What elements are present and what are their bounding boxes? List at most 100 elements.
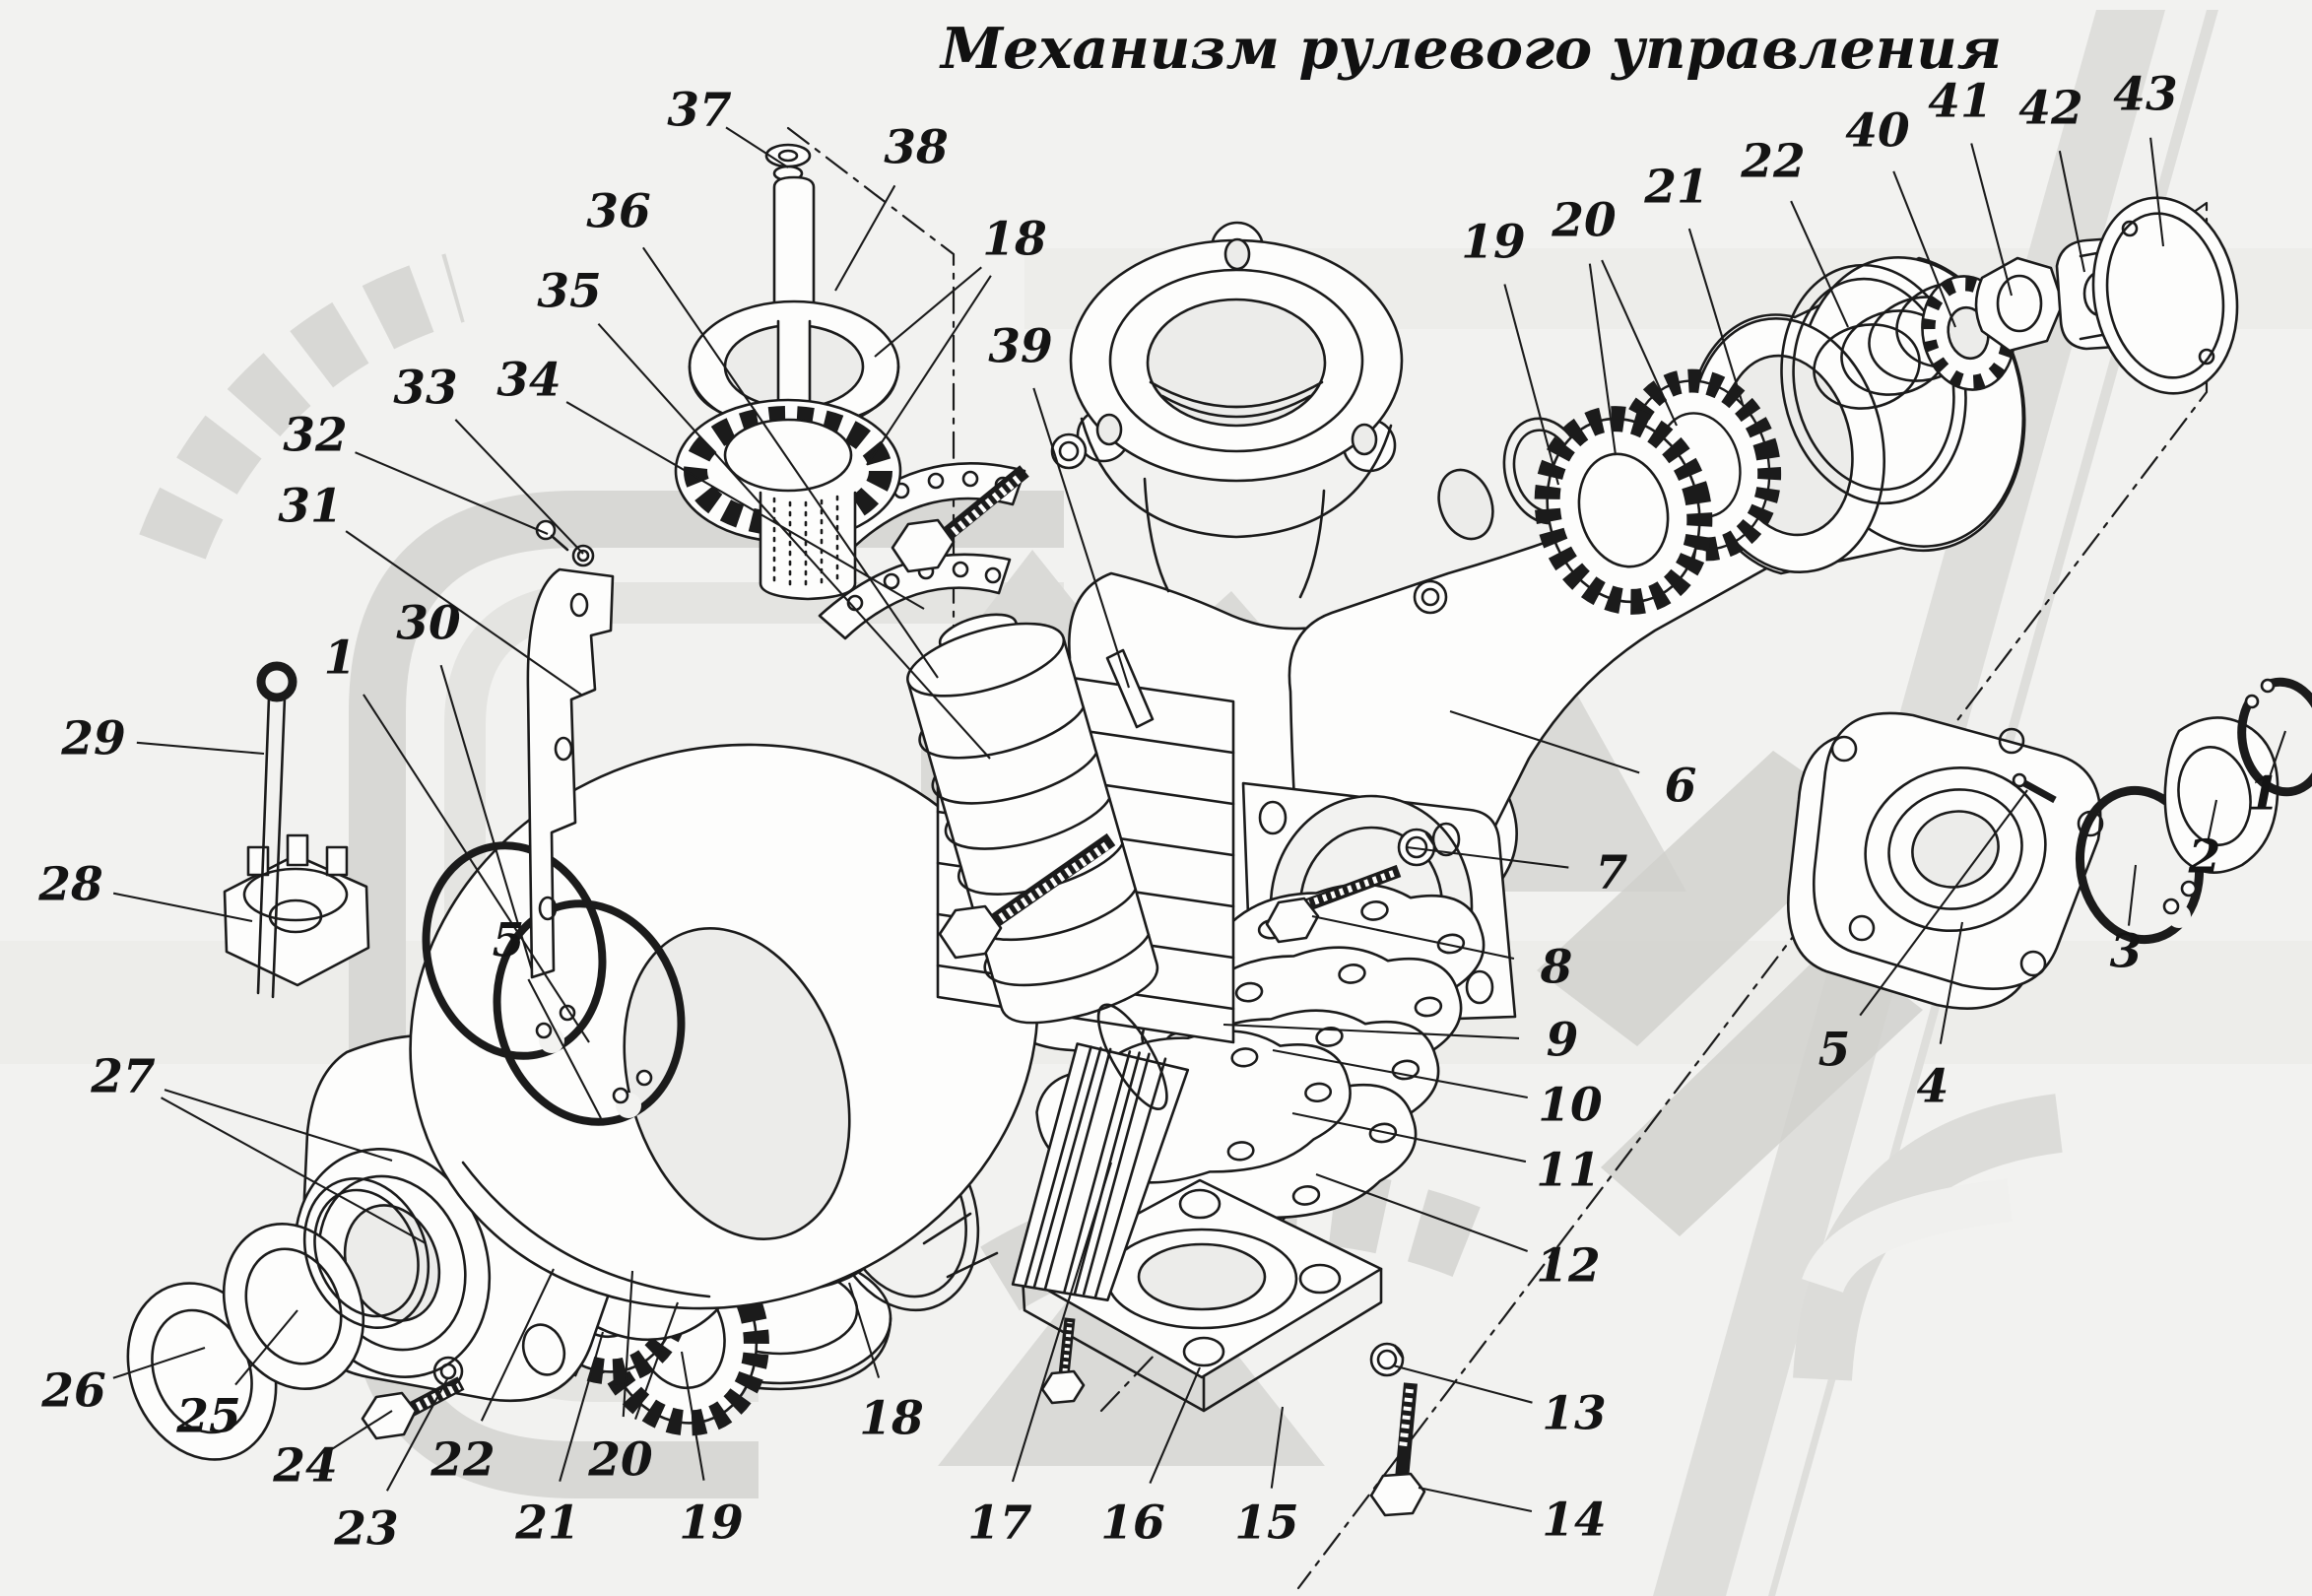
part-callout-37: 37 — [667, 83, 732, 138]
part-callout-35: 35 — [537, 264, 602, 319]
part-callout-9: 9 — [1546, 1013, 1579, 1068]
leader-line-16 — [1149, 1366, 1201, 1484]
leader-line-10 — [1272, 1048, 1528, 1099]
housing-bolts — [891, 432, 1436, 960]
leader-line-11 — [1291, 1111, 1527, 1164]
sector-shaft-bevel-gear — [922, 1003, 1190, 1302]
leader-line-19 — [680, 1351, 705, 1481]
leader-line-35 — [597, 322, 991, 760]
leader-line-15 — [1270, 1406, 1285, 1489]
leader-line-4 — [1939, 921, 1964, 1044]
bottom-bolts — [1040, 1317, 1426, 1517]
part-callout-31: 31 — [278, 479, 343, 534]
right-cover-assembly — [1787, 677, 2312, 1010]
leader-line-1 — [363, 694, 590, 1043]
leader-line-33 — [454, 419, 584, 555]
part-callout-5: 5 — [492, 913, 525, 968]
input-shaft-assembly — [674, 143, 902, 601]
leader-line-38 — [834, 184, 896, 292]
leader-line-3 — [2127, 864, 2138, 926]
leader-line-19 — [1503, 284, 1560, 486]
upper-bearing-chain — [1502, 196, 2239, 619]
part-callout-17: 17 — [967, 1496, 1032, 1551]
leader-line-18 — [847, 1282, 881, 1378]
leader-line-27 — [164, 1089, 393, 1163]
leader-line-32 — [355, 451, 549, 535]
part-callout-25: 25 — [176, 1389, 241, 1444]
leader-line-21 — [559, 1331, 605, 1483]
cover-bolt-and-washer — [361, 1356, 465, 1440]
leader-line-6 — [1449, 710, 1640, 774]
part-callout-24: 24 — [273, 1438, 338, 1494]
leader-line-8 — [1311, 914, 1515, 960]
part-callout-14: 14 — [1542, 1493, 1607, 1548]
part-callout-2: 2 — [2188, 830, 2221, 885]
leader-line-20 — [1588, 263, 1618, 456]
part-callout-8: 8 — [1540, 940, 1573, 995]
part-callout-10: 10 — [1538, 1078, 1603, 1133]
part-callout-28: 28 — [38, 857, 103, 912]
leader-line-31 — [345, 530, 582, 696]
part-callout-11: 11 — [1536, 1143, 1601, 1198]
part-callout-12: 12 — [1536, 1238, 1601, 1294]
leader-line-13 — [1392, 1363, 1533, 1404]
leader-line-42 — [2058, 150, 2086, 273]
leader-line-24 — [330, 1410, 393, 1451]
part-callout-34: 34 — [496, 353, 561, 408]
leader-line-36 — [641, 246, 939, 679]
leader-line-37 — [725, 126, 789, 168]
part-callout-5: 5 — [1817, 1023, 1851, 1078]
top-cover-flange — [1069, 221, 1404, 539]
part-callout-1: 1 — [323, 631, 357, 686]
leader-line-20 — [622, 1270, 634, 1418]
leader-line-17 — [1011, 1162, 1113, 1483]
leader-line-29 — [136, 741, 265, 756]
leader-line-25 — [234, 1309, 298, 1386]
part-callout-15: 15 — [1234, 1496, 1299, 1551]
part-callout-41: 41 — [1928, 74, 1993, 129]
part-callout-38: 38 — [884, 120, 949, 175]
page-title: Механизм рулевого управления — [941, 16, 2003, 82]
leader-line-5 — [1859, 789, 2028, 1017]
part-callout-27: 27 — [91, 1049, 156, 1104]
leader-line-20 — [634, 1301, 679, 1420]
leader-line-14 — [1418, 1486, 1533, 1513]
bottom-cover-flange — [1021, 1017, 1383, 1413]
part-callout-23: 23 — [334, 1501, 399, 1557]
leader-lines — [112, 126, 2286, 1513]
leader-line-27 — [161, 1097, 427, 1244]
part-callout-4: 4 — [1916, 1059, 1949, 1114]
leader-line-40 — [1892, 170, 1956, 328]
part-callout-22: 22 — [430, 1432, 495, 1488]
part-callout-20: 20 — [588, 1432, 653, 1488]
part-callout-13: 13 — [1542, 1386, 1607, 1441]
part-callout-40: 40 — [1845, 103, 1910, 159]
leader-line-12 — [1315, 1173, 1529, 1252]
part-callout-33: 33 — [393, 361, 458, 416]
leader-line-9 — [1222, 1023, 1520, 1040]
leader-line-30 — [439, 664, 534, 971]
leader-line-26 — [112, 1347, 206, 1379]
leader-line-7 — [1406, 845, 1569, 869]
leader-line-20 — [1601, 259, 1678, 427]
part-callout-19: 19 — [679, 1496, 744, 1551]
part-callout-16: 16 — [1100, 1496, 1165, 1551]
leader-line-22 — [480, 1268, 555, 1422]
part-callout-22: 22 — [1741, 134, 1806, 189]
leader-line-22 — [1790, 200, 1849, 328]
part-callout-19: 19 — [1461, 215, 1526, 270]
leader-line-1 — [2269, 730, 2286, 776]
leader-line-5 — [527, 978, 602, 1119]
part-callout-39: 39 — [988, 319, 1053, 374]
leader-line-21 — [1687, 228, 1748, 415]
part-callout-43: 43 — [2113, 67, 2178, 122]
part-callout-21: 21 — [1644, 160, 1709, 215]
part-callout-29: 29 — [61, 711, 126, 766]
leader-line-43 — [2149, 137, 2165, 247]
part-callout-3: 3 — [2109, 924, 2143, 979]
part-callout-1: 1 — [2247, 766, 2280, 822]
part-callout-6: 6 — [1664, 759, 1697, 814]
part-callout-26: 26 — [41, 1363, 106, 1419]
leader-line-39 — [1032, 387, 1131, 689]
